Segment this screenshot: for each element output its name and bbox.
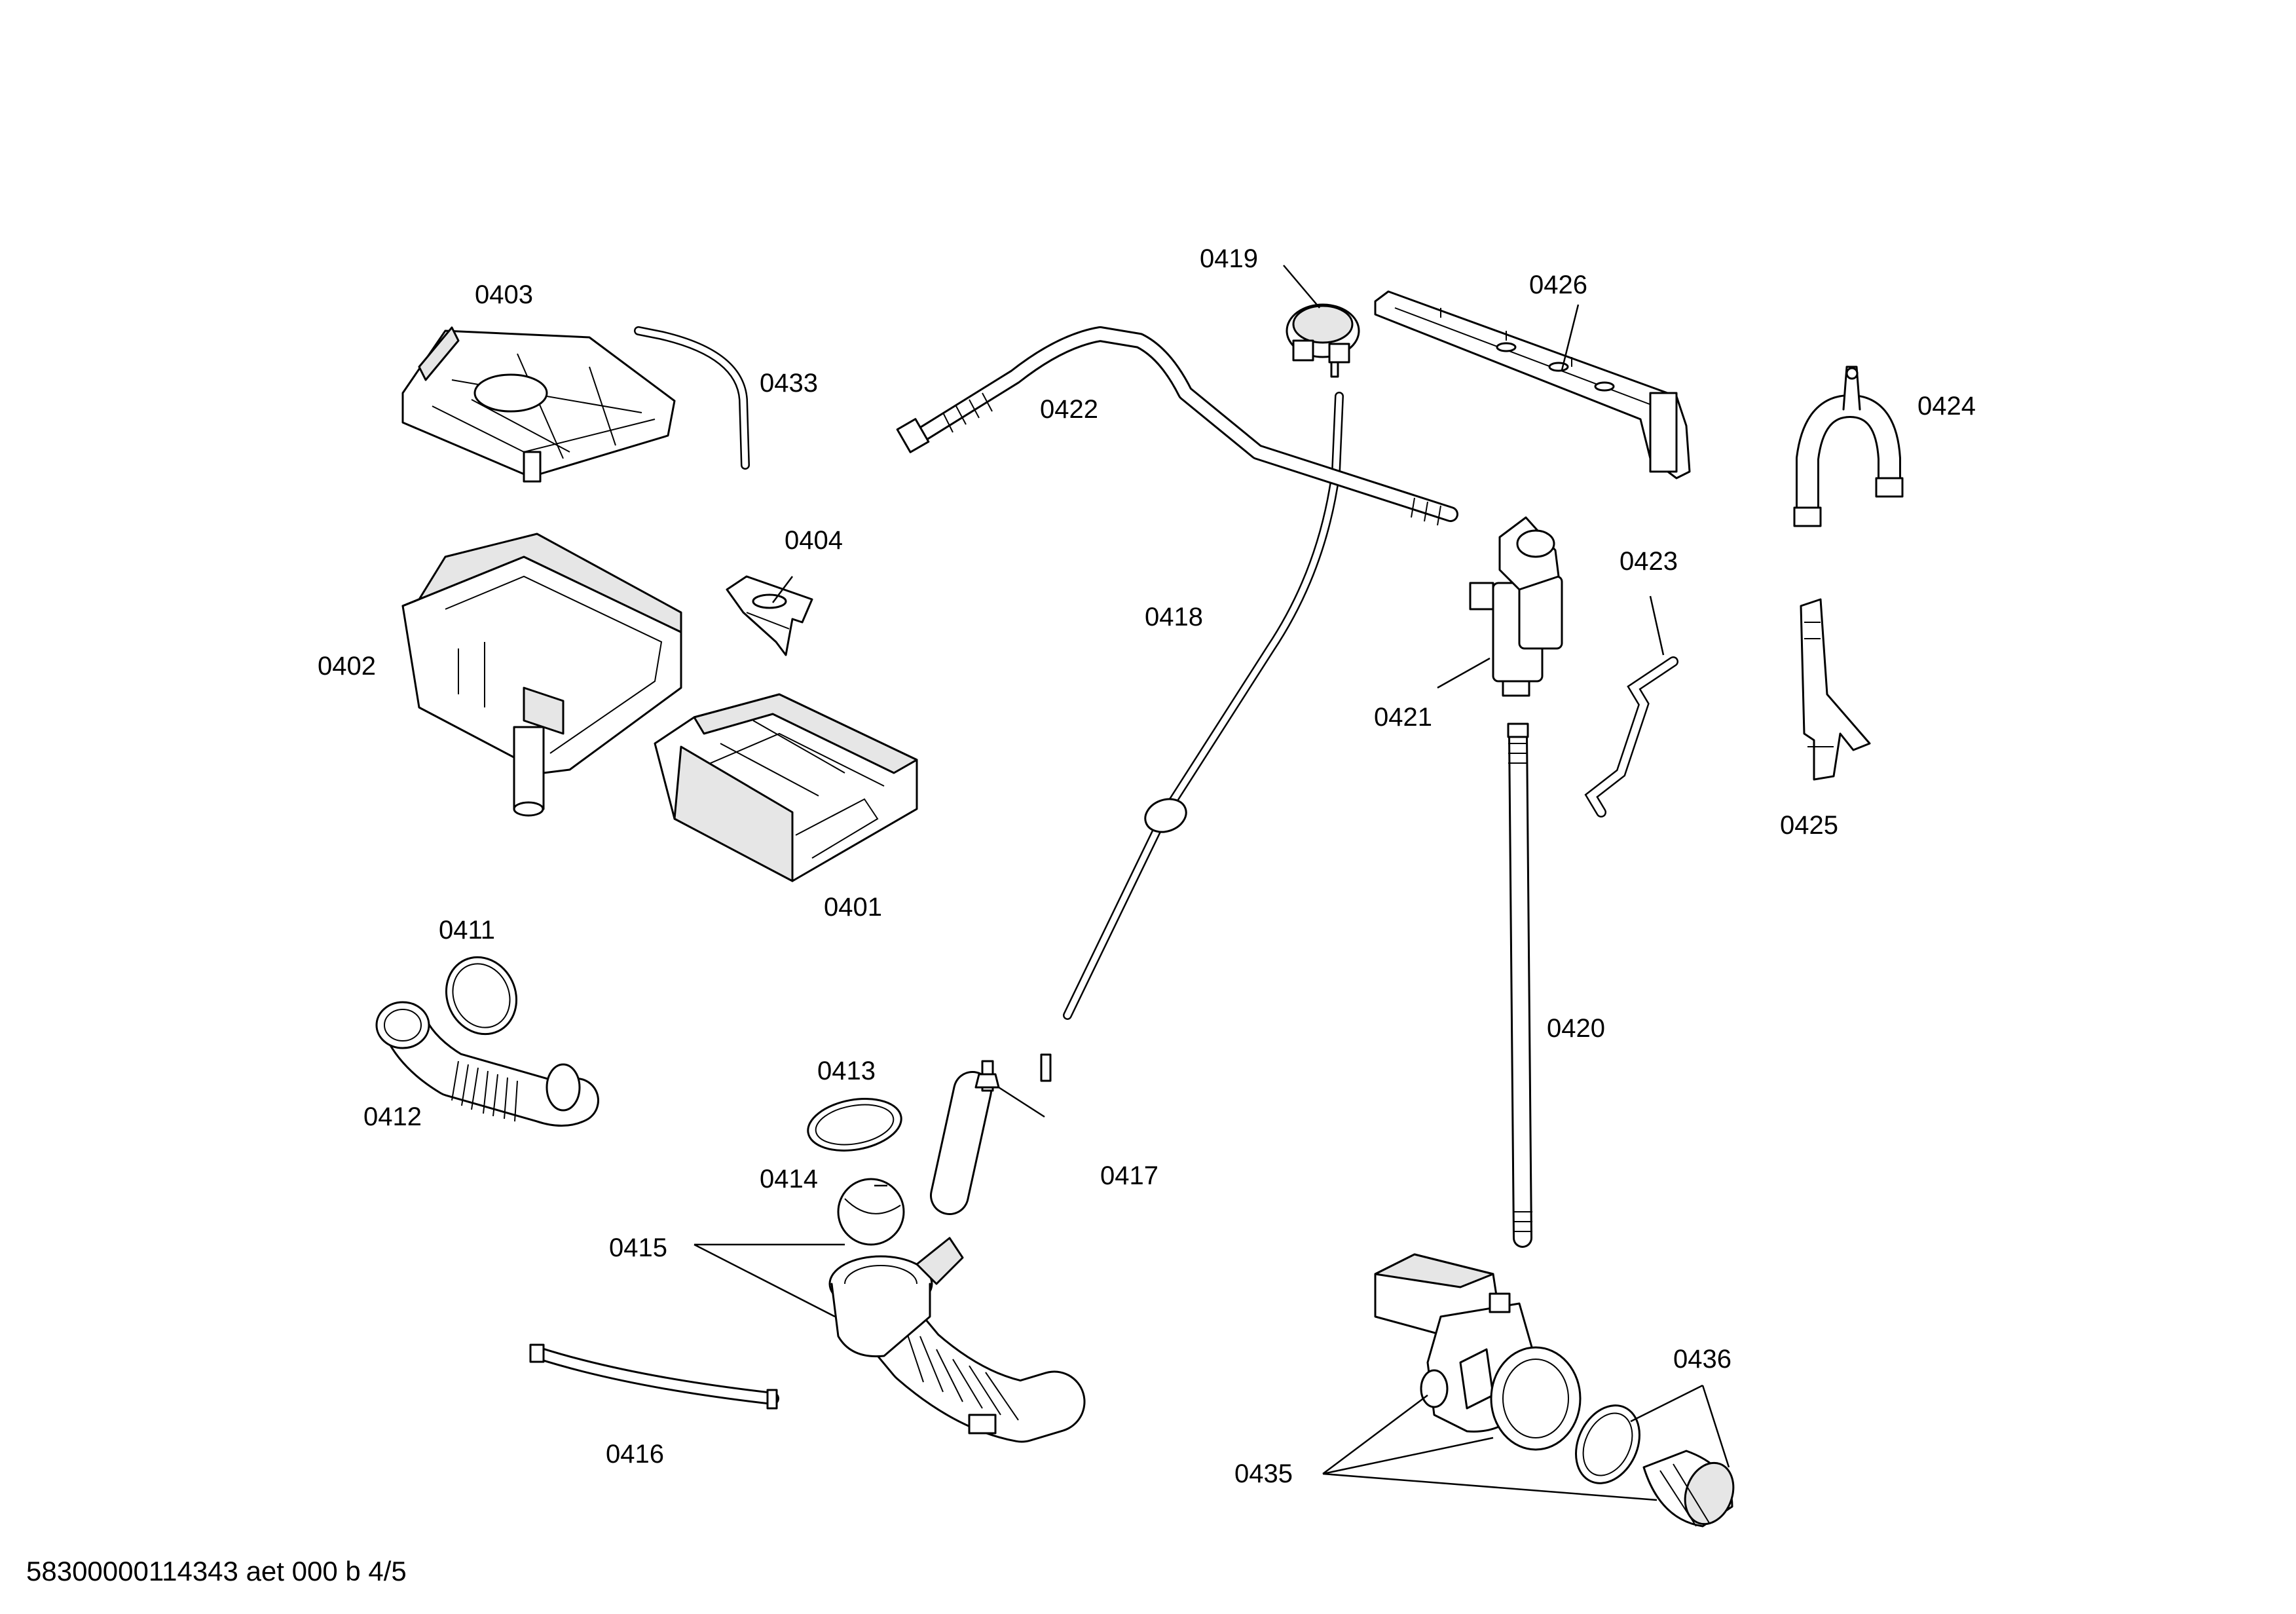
part-0424-clip: [1793, 366, 1904, 527]
label-0403: 0403: [475, 280, 533, 309]
label-0436: 0436: [1673, 1345, 1731, 1374]
document-code: 58300000114343 aet 000 b 4/5: [26, 1556, 407, 1586]
part-0418-pressure-tube: [1063, 392, 1344, 1020]
label-0422: 0422: [1040, 395, 1098, 424]
part-0421-air-chamber: [1469, 516, 1563, 697]
label-0412: 0412: [363, 1102, 422, 1131]
label-0411: 0411: [439, 916, 495, 945]
part-0426-rail: [1374, 290, 1691, 479]
label-0424: 0424: [1917, 392, 1976, 421]
label-0417: 0417: [1100, 1161, 1158, 1190]
part-0436-filter: [1575, 1404, 1735, 1528]
part-0414-ball: [837, 1178, 905, 1246]
part-0420-hose: [1507, 723, 1532, 1248]
label-0414: 0414: [760, 1165, 818, 1193]
label-0402: 0402: [318, 652, 376, 681]
part-0416-hose: [529, 1343, 779, 1410]
label-0420: 0420: [1547, 1014, 1605, 1043]
label-0413: 0413: [817, 1057, 876, 1085]
part-0411-ring: [445, 956, 518, 1036]
part-0403-dispenser-top: [401, 326, 676, 483]
part-0425-bracket: [1800, 598, 1871, 781]
part-0413-ring: [807, 1098, 902, 1152]
part-0435-drain-pump: [1374, 1253, 1582, 1451]
leader-lines: [694, 265, 1730, 1501]
part-0419-pressure-switch: [1286, 303, 1360, 378]
label-0404: 0404: [785, 526, 843, 555]
label-0421: 0421: [1374, 703, 1432, 732]
part-0412-bellows-hose: [375, 1001, 599, 1127]
label-0423: 0423: [1620, 547, 1678, 576]
part-0422-hose: [896, 326, 1458, 526]
label-0419: 0419: [1200, 244, 1258, 273]
label-0415: 0415: [609, 1233, 667, 1262]
label-0401: 0401: [824, 893, 882, 922]
part-0404-insert: [726, 575, 813, 656]
label-0426: 0426: [1529, 271, 1587, 299]
label-0435: 0435: [1234, 1459, 1293, 1488]
callout-labels: 0403 0433 0419 0426 0422 0424 0404 0423 …: [318, 244, 1976, 1488]
part-0417-sensor: [930, 1053, 1052, 1215]
part-0423-rod: [1584, 656, 1678, 817]
label-0433: 0433: [760, 369, 818, 398]
part-0415-sump: [828, 1237, 1086, 1443]
part-0401-detergent-drawer: [654, 693, 918, 882]
label-0418: 0418: [1145, 603, 1203, 631]
label-0425: 0425: [1780, 811, 1838, 840]
part-0402-dispenser-housing: [401, 533, 682, 817]
label-0416: 0416: [606, 1440, 664, 1469]
part-0433-hose: [634, 326, 750, 470]
